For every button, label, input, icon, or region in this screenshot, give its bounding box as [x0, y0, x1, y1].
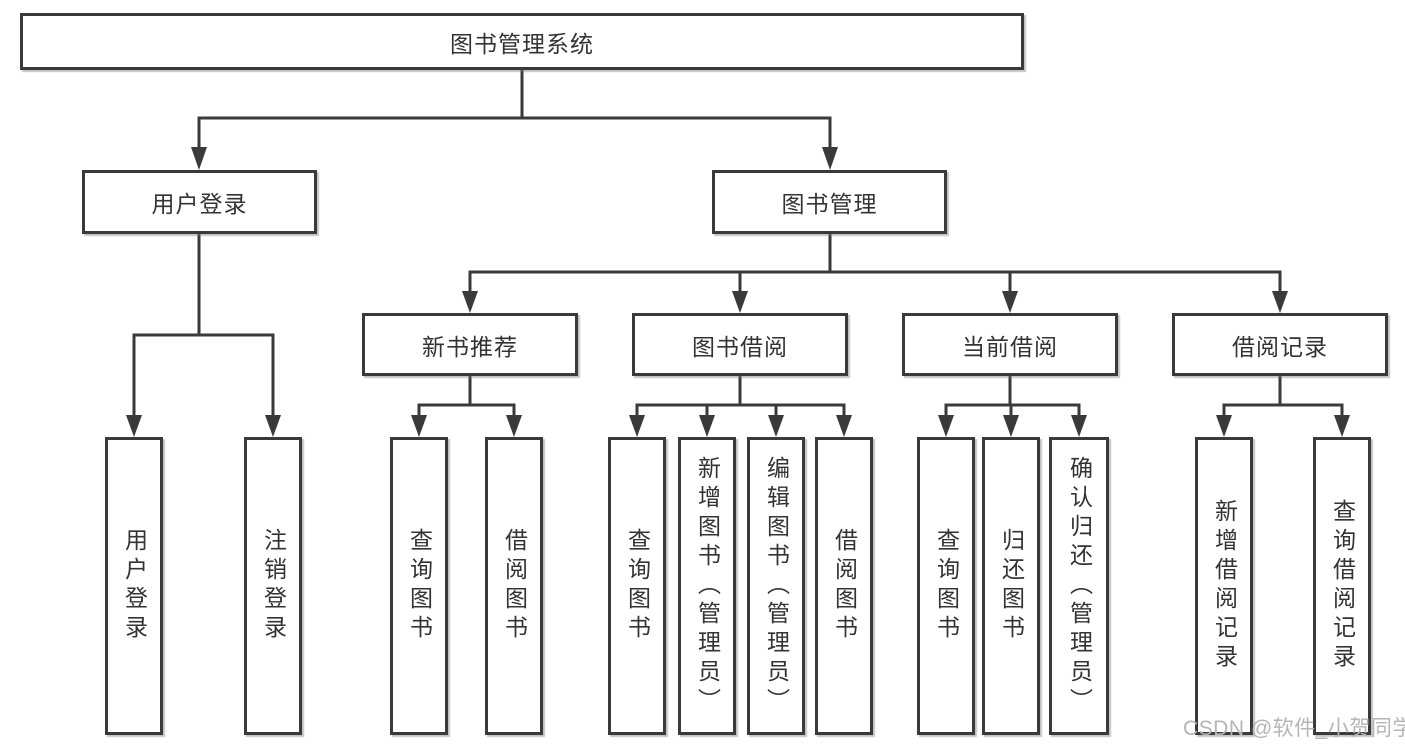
- node-root-library-management-system: 图书管理系统: [20, 13, 1024, 70]
- node-label: 查询图书: [933, 528, 960, 644]
- node-label: 归还图书: [998, 528, 1025, 644]
- node-label: 确认归还（管理员）: [1066, 455, 1093, 717]
- node-book-management-branch: 图书管理: [712, 170, 947, 234]
- node-label: 借阅图书: [501, 528, 528, 644]
- node-label: 图书借阅: [692, 333, 788, 360]
- leaf-br-add-borrow-record: 新增借阅记录: [1195, 437, 1253, 735]
- node-label: 注销登录: [260, 528, 287, 644]
- node-label: 图书管理系统: [450, 30, 594, 57]
- node-label: 查询图书: [406, 528, 433, 644]
- node-user-login-branch: 用户登录: [82, 170, 317, 234]
- leaf-bb-add-books-admin: 新增图书（管理员）: [678, 437, 736, 735]
- node-label: 用户登录: [151, 191, 248, 217]
- node-label: 借阅图书: [831, 528, 858, 644]
- node-label: 借阅记录: [1232, 333, 1328, 360]
- node-label: 查询借阅记录: [1329, 499, 1356, 673]
- leaf-nbr-query-books: 查询图书: [390, 437, 448, 735]
- leaf-nbr-borrow-books: 借阅图书: [485, 437, 543, 735]
- node-label: 编辑图书（管理员）: [763, 455, 790, 717]
- csdn-watermark: CSDN @软件_小贺同学: [1183, 717, 1405, 740]
- node-label: 用户登录: [121, 528, 148, 644]
- leaf-logout: 注销登录: [244, 437, 302, 735]
- arrowheads: [126, 147, 1350, 437]
- node-borrowing-records: 借阅记录: [1172, 313, 1388, 376]
- leaf-cb-return-books: 归还图书: [982, 437, 1040, 735]
- leaf-bb-query-books: 查询图书: [608, 437, 666, 735]
- node-label: 图书管理: [781, 191, 878, 217]
- node-label: 新增图书（管理员）: [694, 455, 721, 717]
- node-book-borrowing: 图书借阅: [632, 313, 848, 376]
- leaf-bb-borrow-books: 借阅图书: [815, 437, 873, 735]
- leaf-user-login: 用户登录: [105, 437, 163, 735]
- node-new-book-recommendation: 新书推荐: [362, 313, 578, 376]
- node-label: 当前借阅: [962, 333, 1058, 360]
- node-label: 新书推荐: [422, 333, 518, 360]
- node-label: 新增借阅记录: [1211, 499, 1238, 673]
- leaf-cb-query-books: 查询图书: [917, 437, 975, 735]
- leaf-br-query-borrow-record: 查询借阅记录: [1313, 437, 1371, 735]
- leaf-cb-confirm-return-admin: 确认归还（管理员）: [1049, 437, 1109, 735]
- node-label: 查询图书: [624, 528, 651, 644]
- leaf-bb-edit-books-admin: 编辑图书（管理员）: [747, 437, 805, 735]
- node-current-borrowing: 当前借阅: [902, 313, 1118, 376]
